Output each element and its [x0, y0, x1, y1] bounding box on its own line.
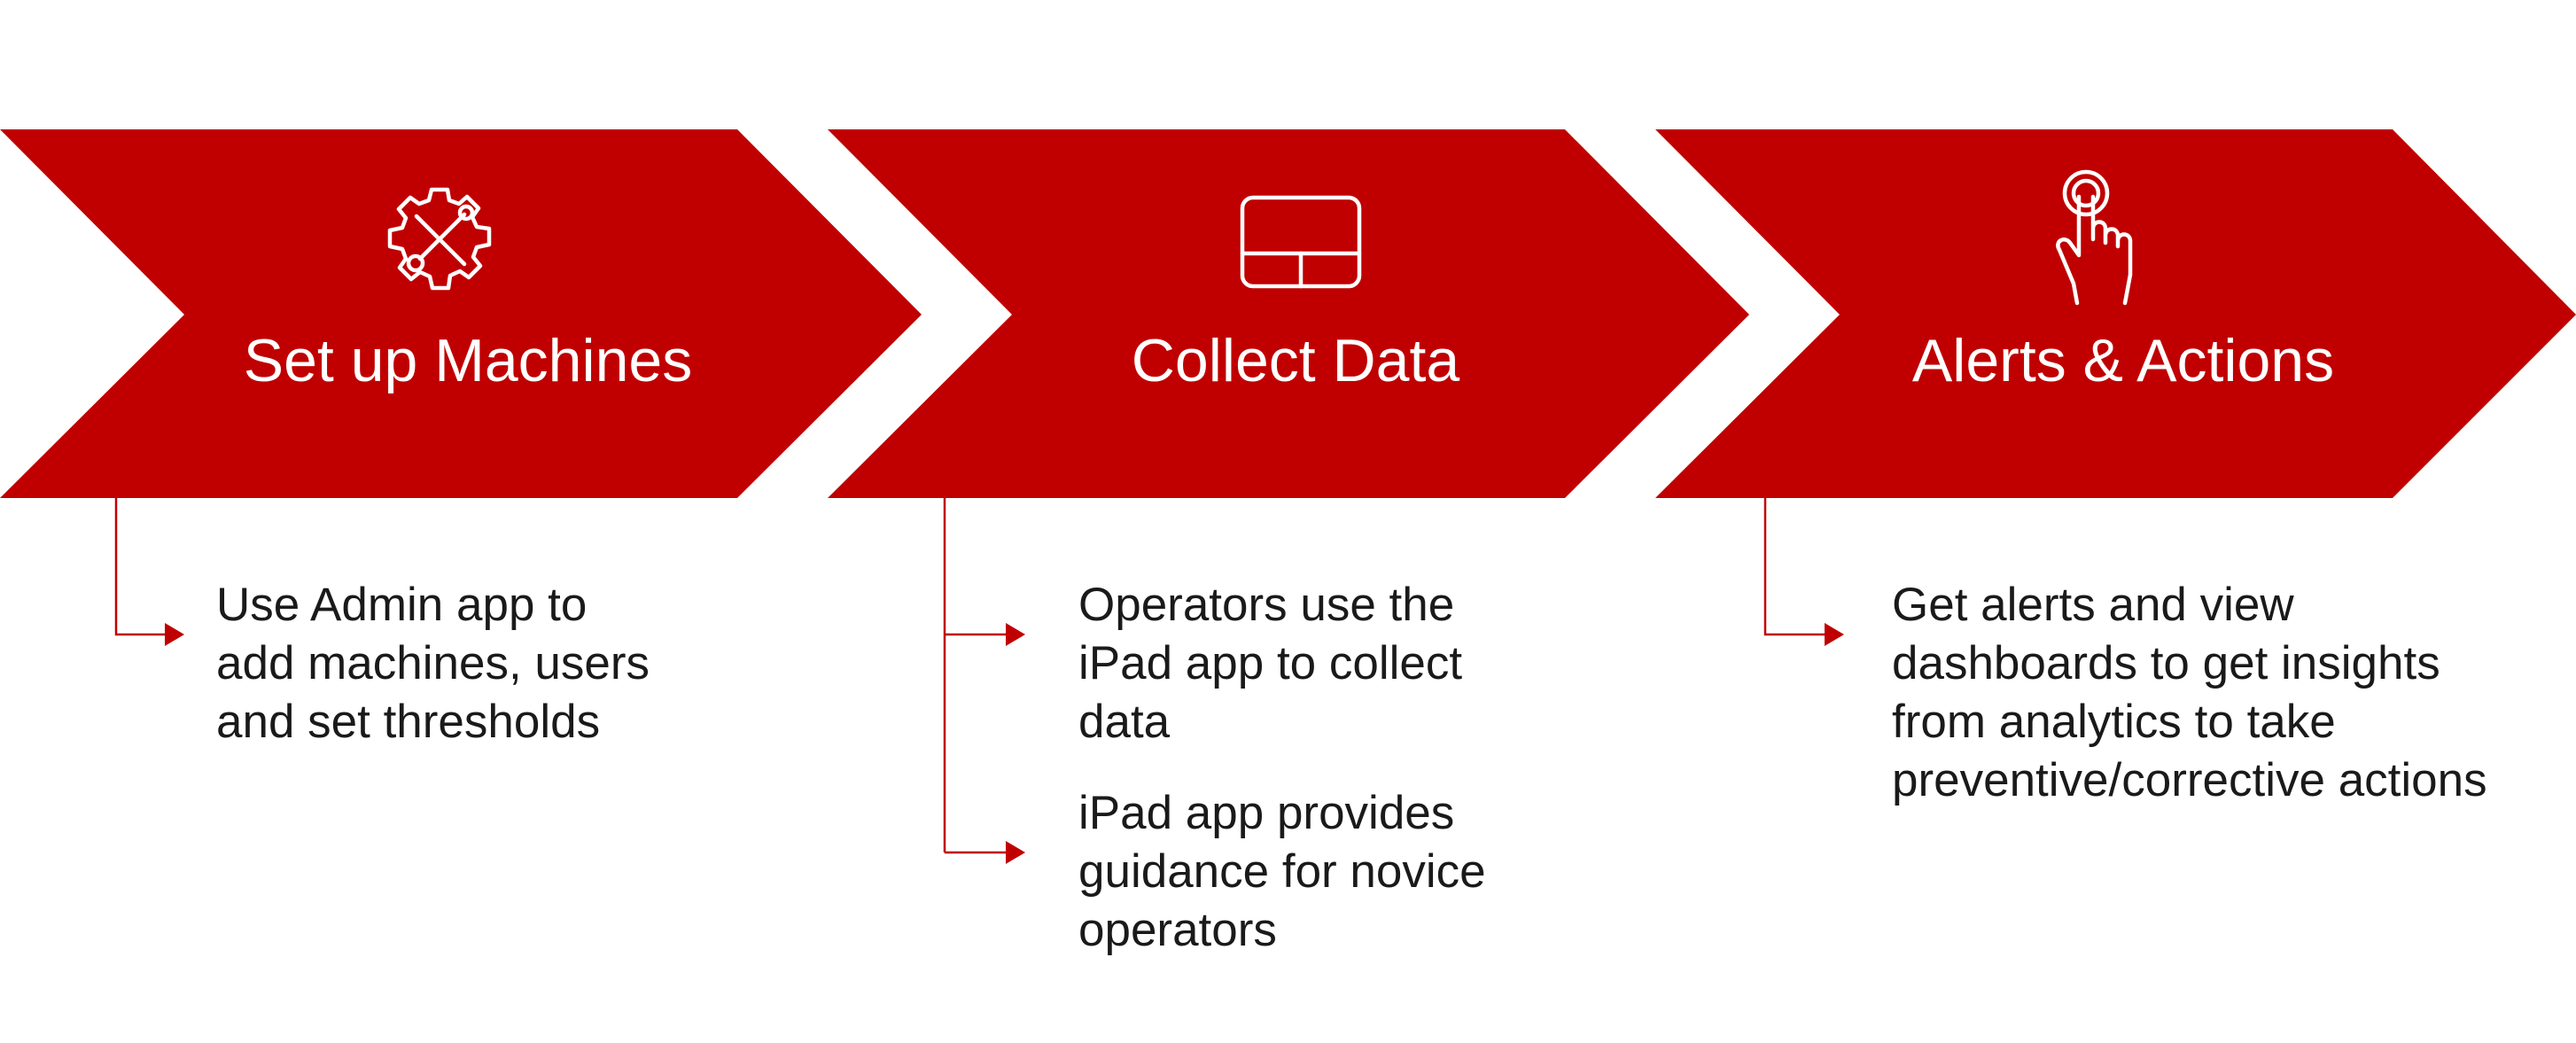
step-1-bullet-1: Use Admin app to add machines, users and…: [216, 579, 650, 748]
arrowhead-step-2-bullet-2: [1006, 841, 1025, 864]
arrowhead-step-3: [1825, 623, 1844, 646]
step-3-title: Alerts & Actions: [1912, 327, 2334, 394]
step-2-title: Collect Data: [1132, 327, 1460, 394]
arrowhead-step-1: [165, 623, 184, 646]
step-2-bullet-1: Operators use the iPad app to collect da…: [1078, 579, 1463, 748]
step-2-bullet-2: iPad app provides guidance for novice op…: [1078, 787, 1486, 956]
arrowhead-step-2-bullet-1: [1006, 623, 1025, 646]
tap-hand-icon: [2056, 169, 2133, 306]
chevron-step-1: [0, 129, 922, 498]
step-3-bullet-1: Get alerts and view dashboards to get in…: [1892, 579, 2487, 806]
chevron-step-2: [828, 129, 1749, 498]
connector-step-1: [114, 498, 165, 636]
chevron-step-3: [1655, 129, 2576, 498]
gear-tools-icon: [387, 187, 492, 291]
tablet-trackpad-icon: [1240, 195, 1362, 289]
connector-step-3: [1763, 498, 1825, 636]
step-1-title: Set up Machines: [244, 327, 693, 394]
